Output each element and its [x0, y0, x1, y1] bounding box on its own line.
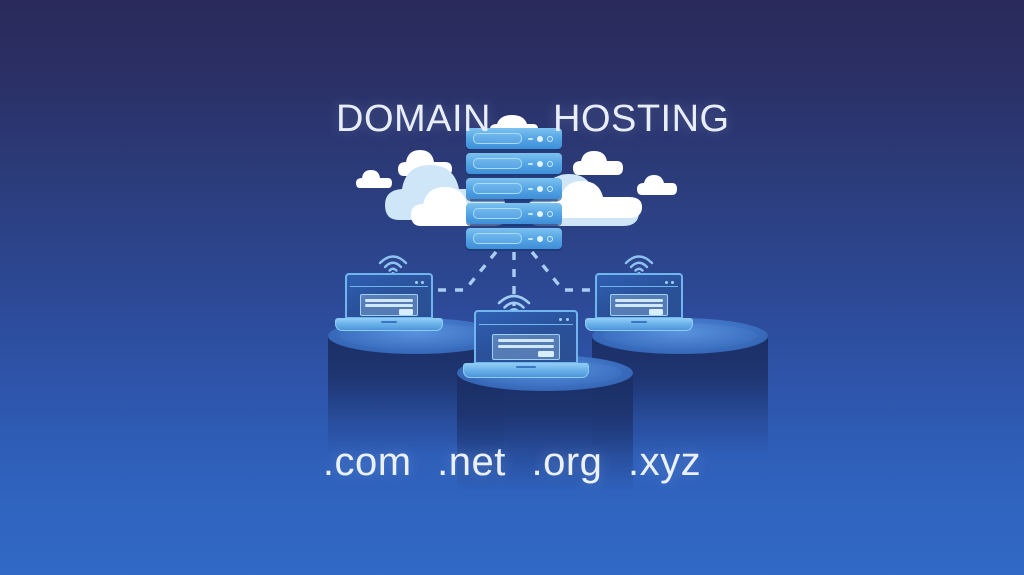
server-led-filled	[537, 135, 543, 142]
laptop-trackpad-notch	[516, 365, 536, 368]
heading-hosting: HOSTING	[553, 98, 730, 140]
server-unit-1	[466, 128, 562, 149]
card-button	[537, 351, 554, 357]
window-dot	[421, 281, 424, 284]
card-text-line	[365, 304, 413, 307]
server-gap	[470, 174, 558, 177]
server-rack	[466, 115, 562, 250]
server-slot	[473, 183, 522, 194]
card-button	[399, 309, 413, 315]
server-led-filled	[537, 235, 543, 242]
client-center-laptop	[462, 310, 590, 378]
window-dot	[671, 281, 674, 284]
wifi-icon	[378, 255, 408, 274]
screen-content-card	[610, 294, 668, 316]
laptop-trackpad-notch	[630, 320, 648, 323]
cloud-right-small-far	[637, 175, 677, 195]
window-dot	[415, 281, 418, 284]
window-dot	[559, 318, 562, 321]
window-dot	[665, 281, 668, 284]
server-unit-3	[466, 178, 562, 199]
server-gap	[470, 149, 558, 152]
server-gap	[470, 224, 558, 227]
card-text-line	[498, 339, 554, 342]
window-dot	[566, 318, 569, 321]
card-text-line	[365, 299, 413, 302]
laptop-base	[585, 318, 693, 331]
wifi-icon	[624, 255, 654, 274]
server-indicator-dash	[528, 138, 533, 140]
pedestal-body	[457, 373, 633, 491]
server-led-ring	[547, 135, 553, 142]
server-led-filled	[537, 185, 543, 192]
server-led-ring	[547, 235, 553, 242]
server-led-ring	[547, 160, 553, 167]
server-indicator-dash	[528, 238, 533, 240]
server-unit-4	[466, 203, 562, 224]
browser-title-bar	[350, 278, 428, 287]
tld-org: .org	[531, 440, 603, 484]
card-button	[649, 309, 663, 315]
server-led-ring	[547, 210, 553, 217]
laptop-lid	[345, 273, 433, 319]
server-led-ring	[547, 185, 553, 192]
browser-title-bar	[479, 315, 573, 325]
laptop-lid	[595, 273, 683, 319]
tld-list: .com .net .org .xyz	[0, 440, 1024, 485]
card-text-line	[498, 345, 554, 348]
browser-title-bar	[600, 278, 678, 287]
link-to-right-client	[530, 250, 598, 292]
server-indicator-dash	[528, 163, 533, 165]
server-led-filled	[537, 210, 543, 217]
server-indicator-dash	[528, 188, 533, 190]
screen-content-card	[360, 294, 418, 316]
laptop-base	[335, 318, 443, 331]
card-text-line	[615, 304, 663, 307]
cloud-left-small-far	[356, 170, 392, 188]
server-slot	[473, 208, 522, 219]
cloud-right-front	[550, 181, 642, 218]
cloud-right-small-top	[573, 151, 623, 175]
screen-content-card	[492, 334, 560, 360]
card-text-line	[615, 299, 663, 302]
laptop-base	[462, 363, 590, 378]
server-unit-2	[466, 153, 562, 174]
server-slot	[473, 233, 522, 244]
client-right-laptop	[585, 273, 693, 331]
server-slot	[473, 158, 522, 169]
heading-domain: DOMAIN	[336, 98, 491, 140]
client-left-laptop	[335, 273, 443, 331]
server-gap	[470, 199, 558, 202]
tld-net: .net	[437, 440, 506, 484]
link-to-left-client	[429, 250, 498, 292]
server-slot	[473, 133, 522, 144]
laptop-trackpad-notch	[380, 320, 398, 323]
laptop-lid	[474, 310, 578, 364]
tld-com: .com	[322, 440, 412, 484]
server-indicator-dash	[528, 213, 533, 215]
server-unit-5	[466, 228, 562, 249]
tld-xyz: .xyz	[628, 440, 702, 484]
server-led-filled	[537, 160, 543, 167]
